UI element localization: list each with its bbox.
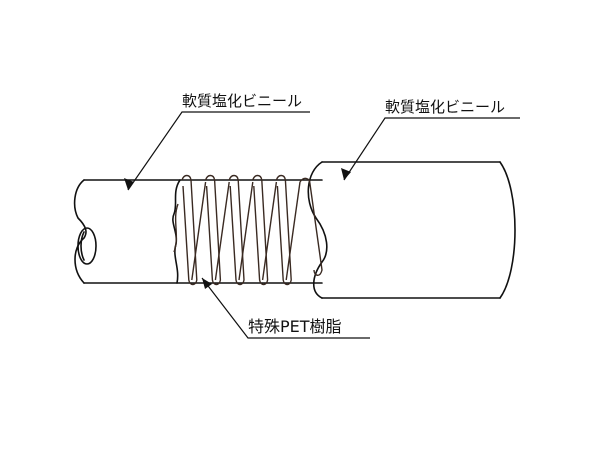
- leader-arrow-reinforcement: [202, 278, 212, 289]
- leader-line-outer-left: [127, 111, 310, 191]
- left-tube-bore: [77, 227, 97, 265]
- leader-line-outer-right: [343, 117, 520, 181]
- leader-arrow-outer-right: [341, 168, 351, 180]
- reinforcement-coil: [173, 174, 323, 286]
- coil-end: [299, 177, 323, 276]
- coil-back-strand: [261, 181, 278, 281]
- leader-arrow-outer-left: [124, 178, 134, 190]
- coil-turn: [204, 174, 222, 286]
- coil-start-wave: [173, 203, 179, 253]
- coil-turn: [181, 174, 198, 286]
- coil-back-strand: [191, 181, 207, 281]
- coil-turn: [275, 174, 292, 286]
- right-tube-end-cap: [499, 161, 516, 299]
- right-tube-front-face: [307, 161, 328, 299]
- coil-back-strand: [214, 181, 230, 281]
- left-tube-tear-line: [172, 179, 181, 284]
- coil-turn: [252, 174, 269, 286]
- label-outer-layer-left: 軟質塩化ビニール: [182, 92, 303, 110]
- leader-line-reinforcement: [201, 277, 370, 339]
- coil-back-strand: [285, 181, 301, 281]
- coil-back-strand: [238, 181, 254, 281]
- coil-turn: [228, 174, 245, 286]
- label-reinforcement: 特殊PET樹脂: [248, 317, 342, 336]
- left-tube-bore-inner: [80, 231, 85, 261]
- label-outer-layer-right: 軟質塩化ビニール: [385, 98, 506, 116]
